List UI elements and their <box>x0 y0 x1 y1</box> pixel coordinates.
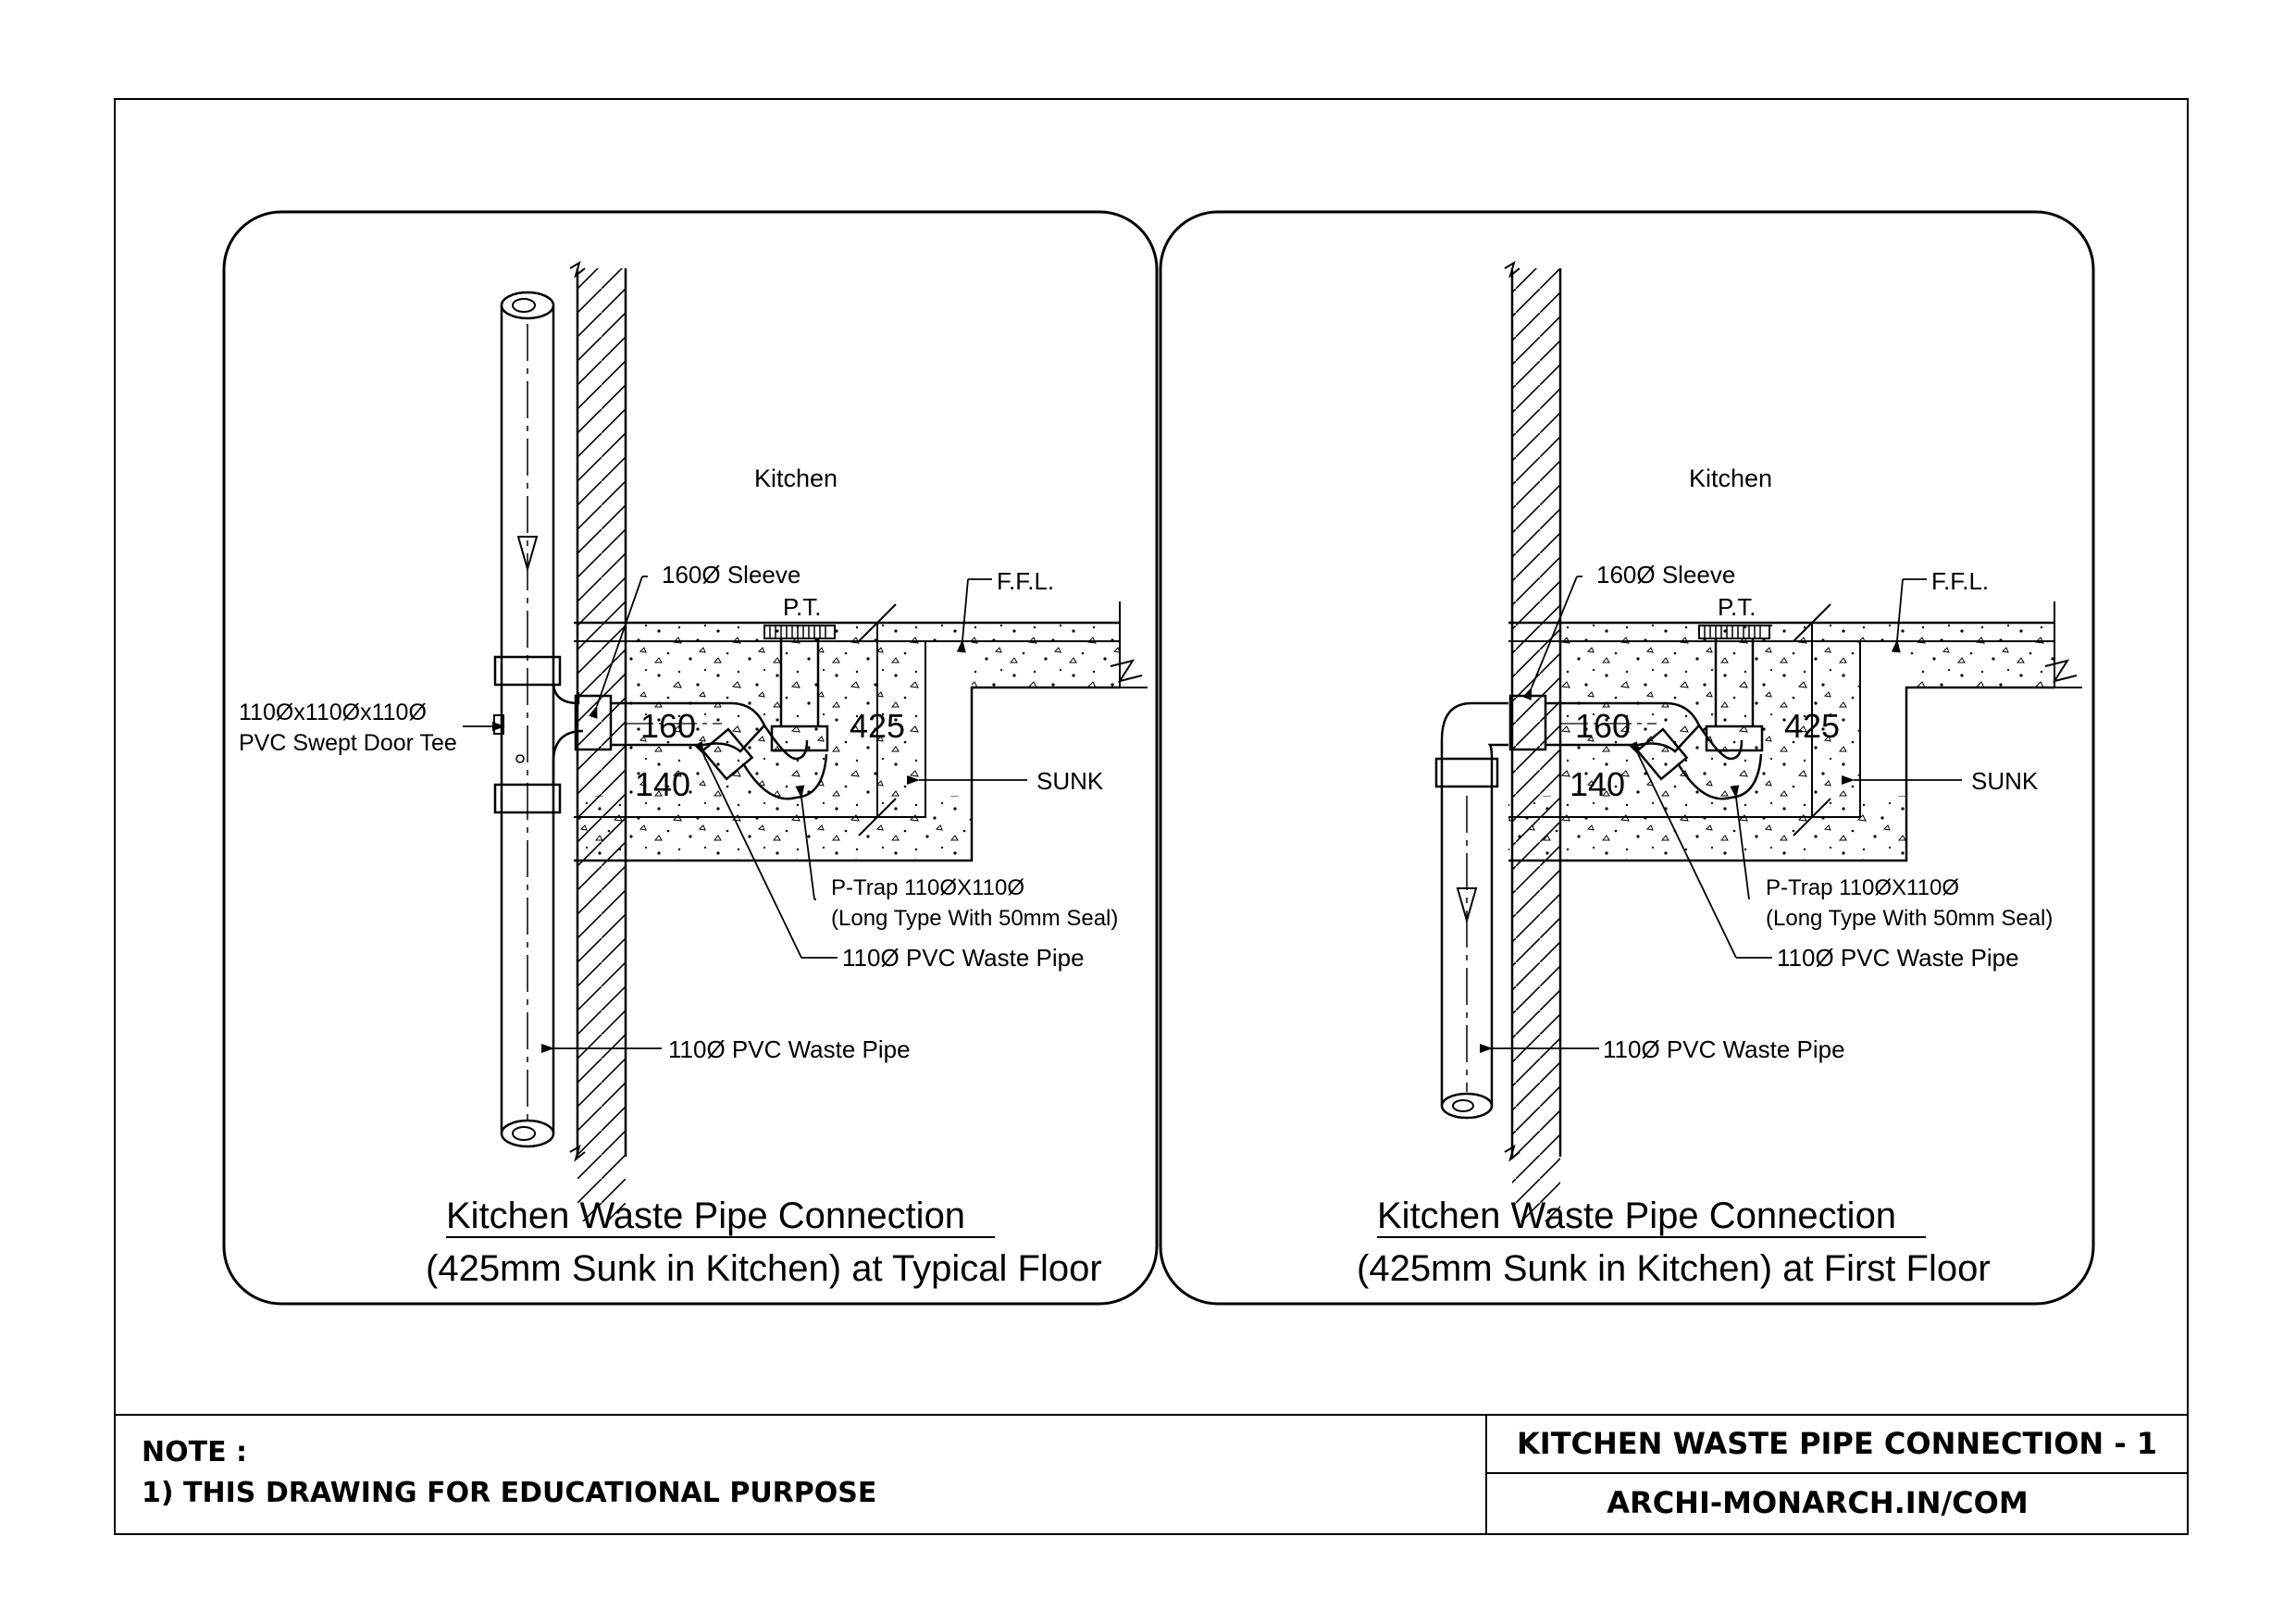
pt-label: P.T. <box>783 593 821 621</box>
wall-section <box>569 260 627 1221</box>
room-label: Kitchen <box>754 465 838 492</box>
ffl-label: F.F.L. <box>997 567 1054 595</box>
stack-pipe <box>493 291 584 1148</box>
note-line1: 1) THIS DRAWING FOR EDUCATIONAL PURPOSE <box>142 1477 876 1509</box>
ptrap-line1: P-Trap 110ØX110Ø <box>831 875 1024 900</box>
sunk-label: SUNK <box>1971 767 2039 795</box>
panel-title-line2: (425mm Sunk in Kitchen) at Typical Floor <box>426 1248 1102 1289</box>
tee-line1: 110Øx110Øx110Ø <box>239 700 427 725</box>
downpipe <box>1434 701 1508 1120</box>
sunk-label: SUNK <box>1036 767 1104 795</box>
dimension-425: 425 <box>850 603 905 836</box>
sunk-slab <box>574 601 1148 862</box>
ptrap-line2: (Long Type With 50mm Seal) <box>1766 906 2053 931</box>
p-trap-assembly <box>1508 625 1770 800</box>
room-label: Kitchen <box>1689 465 1772 492</box>
note-heading: NOTE : <box>142 1436 247 1468</box>
dim-140-text: 140 <box>1570 765 1625 803</box>
sleeve-label: 160Ø Sleeve <box>662 561 800 588</box>
sheet-border <box>114 98 2189 1535</box>
ffl-label: F.F.L. <box>1931 567 1989 595</box>
sunk-slab <box>1508 601 2082 862</box>
panel-typical-floor: 425 Kitchen 160Ø Sleeve P.T. F.F.L. 160 … <box>222 210 1159 1306</box>
waste-pipe-label: 110Ø PVC Waste Pipe <box>842 944 1085 972</box>
waste-pipe-label: 110Ø PVC Waste Pipe <box>1777 944 2019 972</box>
website: ARCHI-MONARCH.IN/COM <box>1607 1485 2028 1520</box>
panel-frame <box>1159 210 2095 1306</box>
tee-line2: PVC Swept Door Tee <box>239 730 457 756</box>
drawing-title: KITCHEN WASTE PIPE CONNECTION - 1 <box>1517 1426 2157 1461</box>
dim-160-text: 160 <box>1575 707 1631 745</box>
panel-first-floor: 425 Kitchen 160Ø Sleeve P.T. F.F.L. 160 … <box>1159 210 2095 1306</box>
dim-160-text: 160 <box>640 707 696 745</box>
panel-frame <box>222 210 1159 1306</box>
ptrap-line2: (Long Type With 50mm Seal) <box>831 906 1118 931</box>
dim-425-text: 425 <box>1784 707 1840 745</box>
dimension-425: 425 <box>1784 603 1840 836</box>
ptrap-line1: P-Trap 110ØX110Ø <box>1766 875 1959 900</box>
stack-pipe-label: 110Ø PVC Waste Pipe <box>1603 1035 1845 1063</box>
stack-pipe-label: 110Ø PVC Waste Pipe <box>668 1035 911 1063</box>
leaders <box>1480 576 1962 1053</box>
title-block: NOTE : 1) THIS DRAWING FOR EDUCATIONAL P… <box>115 1414 2188 1534</box>
leaders <box>463 576 1027 1053</box>
dim-140-text: 140 <box>635 765 690 803</box>
dim-425-text: 425 <box>850 707 905 745</box>
pt-label: P.T. <box>1718 593 1756 621</box>
panel-title-line1: Kitchen Waste Pipe Connection <box>446 1196 965 1236</box>
sleeve-label: 160Ø Sleeve <box>1596 561 1735 588</box>
panel-title-line1: Kitchen Waste Pipe Connection <box>1377 1196 1896 1236</box>
panel-title-line2: (425mm Sunk in Kitchen) at First Floor <box>1357 1248 1991 1289</box>
wall-section <box>1504 260 1562 1221</box>
